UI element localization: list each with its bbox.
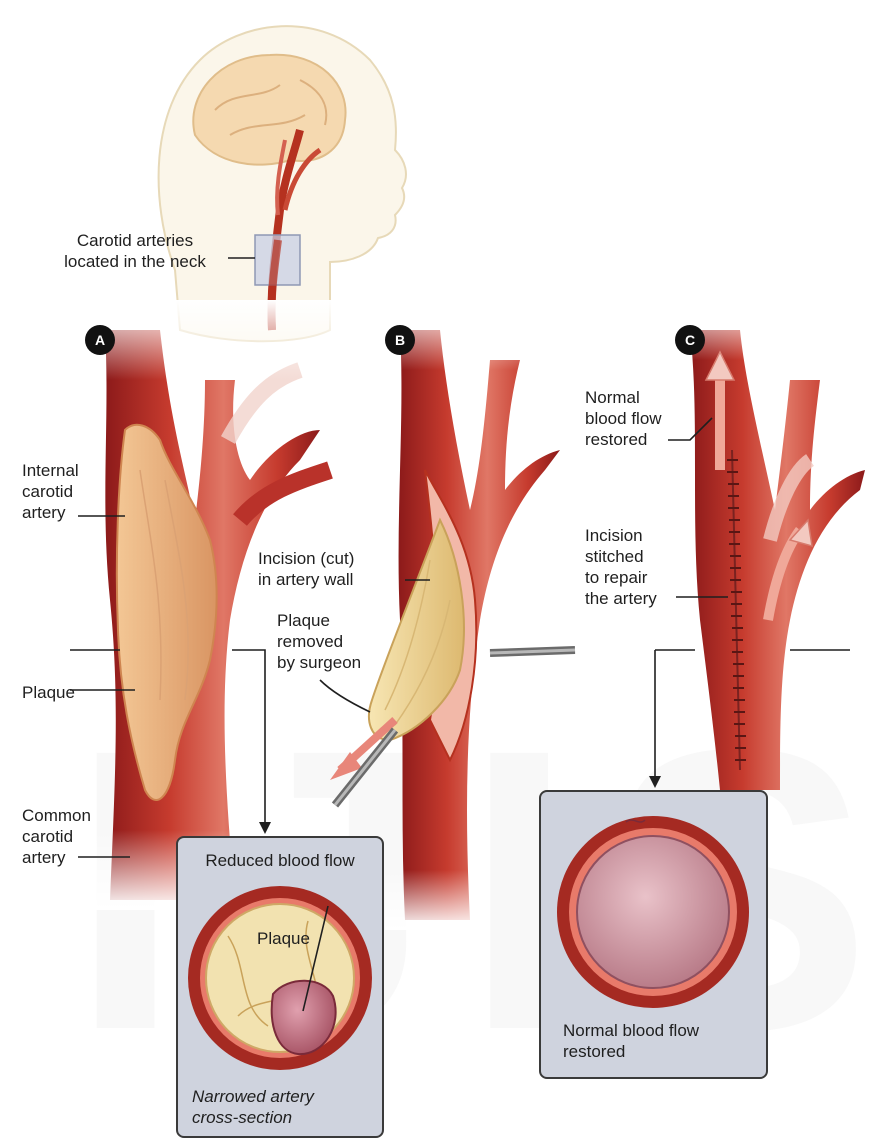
normal-artery-svg	[541, 812, 766, 1012]
label-carotid-neck: Carotid arteries located in the neck	[45, 230, 225, 272]
badge-b: B	[385, 325, 415, 355]
panel-left-caption: Narrowed artery cross-section	[192, 1086, 372, 1128]
panel-right-caption: Normal blood flow restored	[563, 1020, 753, 1062]
label-normal-flow-top: Normal blood flow restored	[585, 387, 685, 450]
label-plaque-removed: Plaque removed by surgeon	[277, 610, 387, 673]
label-incision-stitched: Incision stitched to repair the artery	[585, 525, 685, 609]
artery-c	[680, 300, 870, 790]
panel-left-plaque-label: Plaque	[257, 928, 327, 949]
label-plaque-a: Plaque	[22, 682, 102, 703]
panel-left-title: Reduced blood flow	[178, 850, 382, 871]
head-illustration	[159, 26, 406, 341]
narrowed-artery-svg	[178, 876, 382, 1076]
label-common-carotid: Common carotid artery	[22, 805, 102, 868]
badge-a: A	[85, 325, 115, 355]
label-internal-carotid: Internal carotid artery	[22, 460, 102, 523]
badge-c: C	[675, 325, 705, 355]
panel-narrowed-cross-section: Reduced blood flow Plaque Narrowed arter…	[176, 836, 384, 1138]
label-incision-cut: Incision (cut) in artery wall	[258, 548, 408, 590]
artery-a	[90, 300, 350, 910]
panel-normal-cross-section: Normal blood flow restored	[539, 790, 768, 1079]
